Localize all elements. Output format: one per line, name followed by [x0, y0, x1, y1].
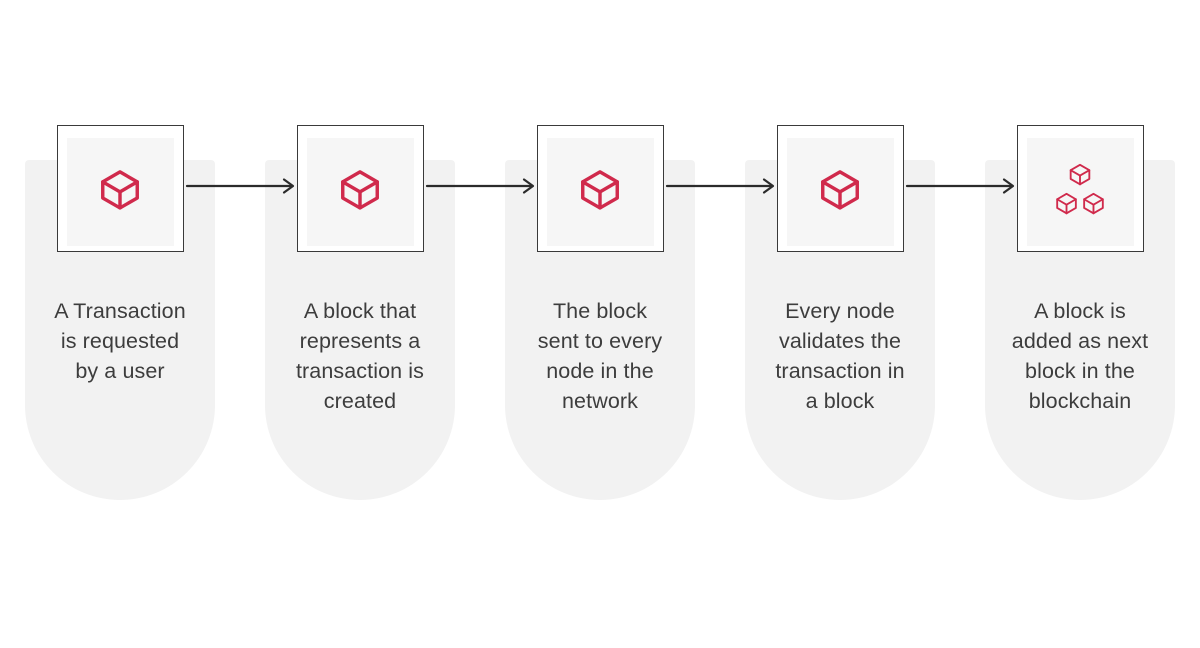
cube-icon [821, 169, 859, 210]
block-icon-box [1016, 125, 1144, 252]
arrow-right-icon [185, 178, 295, 194]
arrow-right-icon [425, 178, 535, 194]
arrow-right-icon [905, 178, 1015, 194]
block-icon-box [776, 125, 904, 252]
block-icon-box [536, 125, 664, 252]
cube-icon [101, 169, 139, 210]
step-label: Every node validates the transaction in … [775, 299, 905, 413]
step-label: A Transaction is requested by a user [54, 299, 186, 383]
icon-box-inner [1026, 138, 1134, 246]
block-icon-box [296, 125, 424, 252]
arrow-right-icon [665, 178, 775, 194]
step-block-sent: The block sent to every node in the netw… [505, 0, 695, 648]
step-label: The block sent to every node in the netw… [537, 299, 663, 413]
step-label: A block that represents a transaction is… [295, 299, 425, 413]
cube-icon [341, 169, 379, 210]
block-icon-box [56, 125, 184, 252]
step-block-added: A block is added as next block in the bl… [985, 0, 1175, 648]
step-block-created: A block that represents a transaction is… [265, 0, 455, 648]
step-node-validates: Every node validates the transaction in … [745, 0, 935, 648]
cubes-icon [1056, 163, 1104, 214]
step-label: A block is added as next block in the bl… [1011, 299, 1149, 413]
cube-icon [581, 169, 619, 210]
step-transaction-requested: A Transaction is requested by a user [25, 0, 215, 648]
